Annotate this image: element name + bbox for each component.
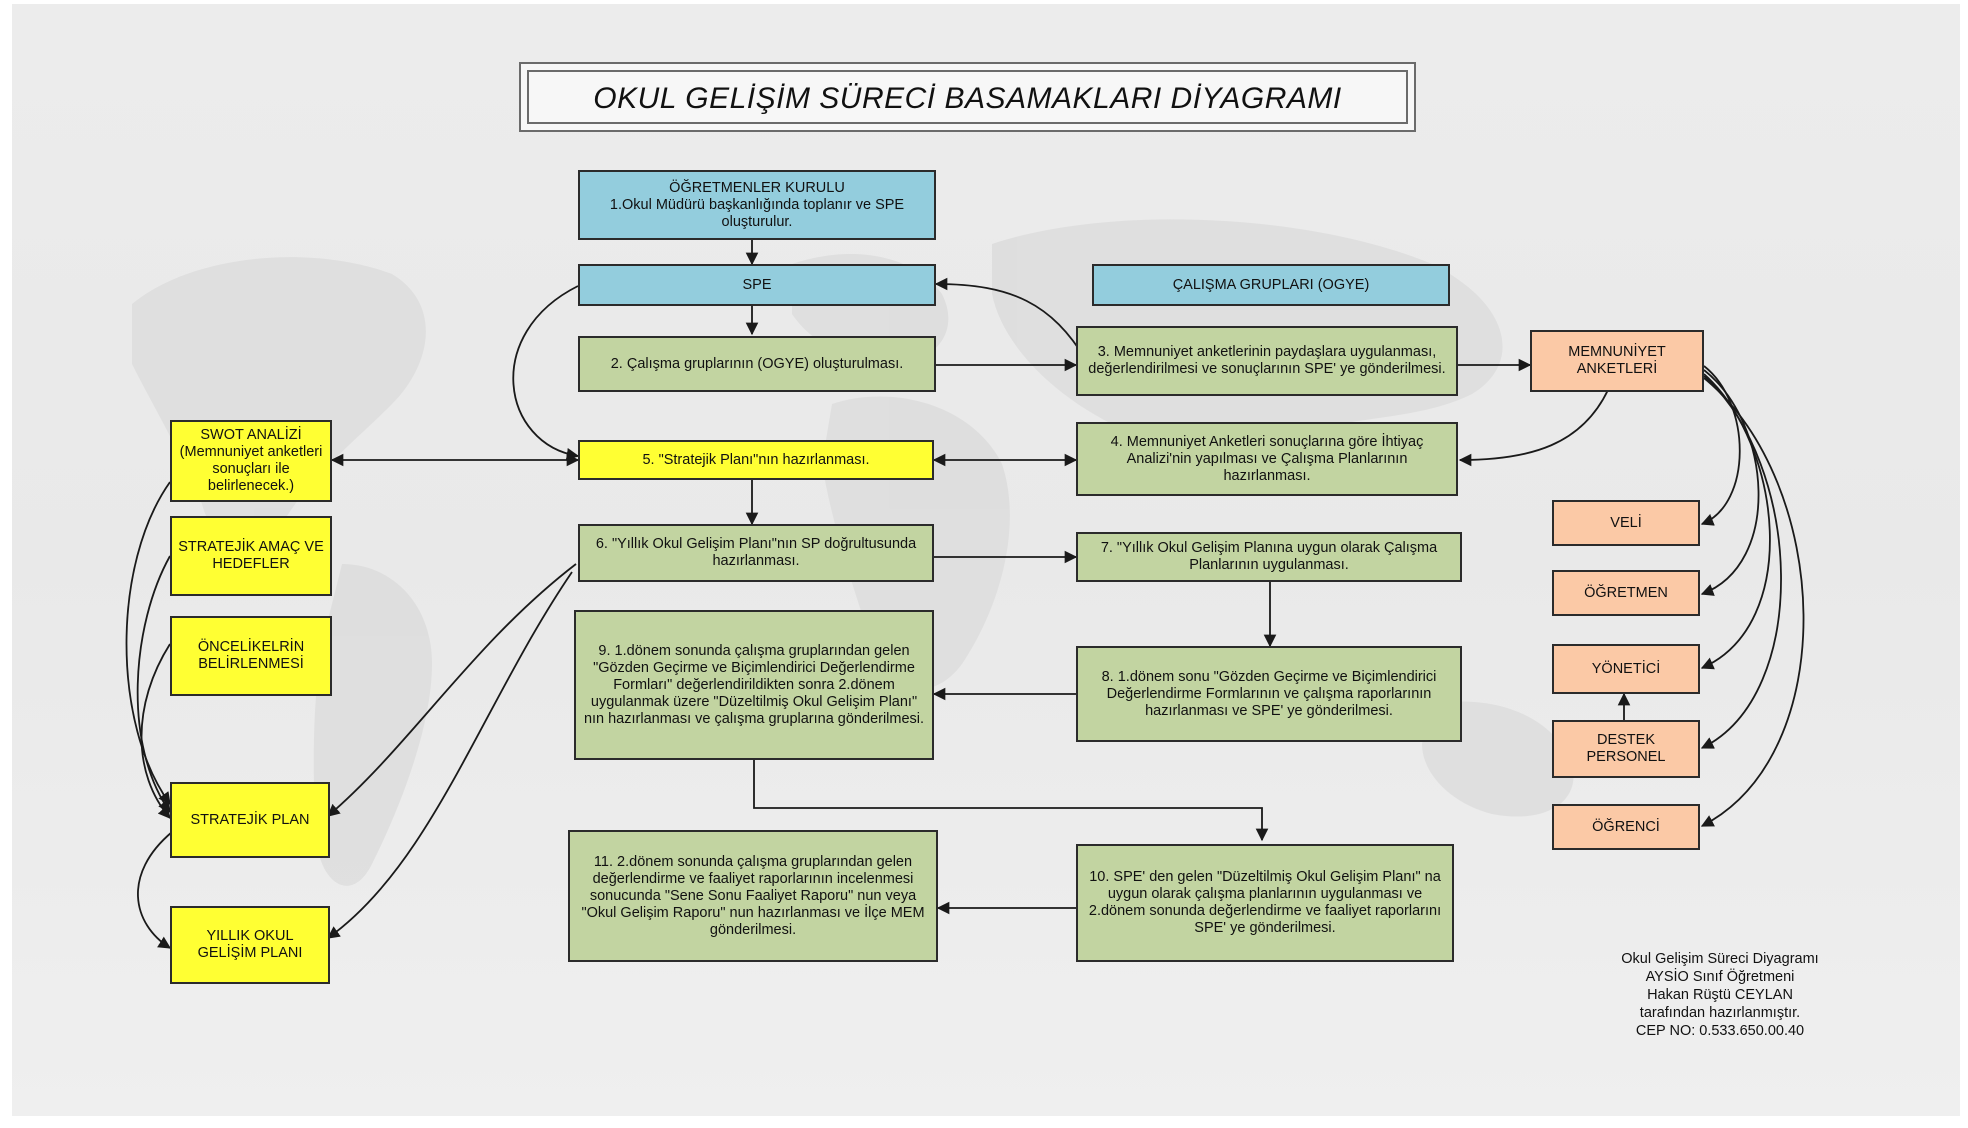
edge-swot-sp <box>125 481 171 806</box>
node-step4: 4. Memnuniyet Anketleri sonuçlarına göre… <box>1076 422 1458 496</box>
edge-anket-destek <box>1700 375 1782 749</box>
credit-line: tarafından hazırlanmıştır. <box>1639 1005 1801 1021</box>
node-ogretmenler-kurulu: ÖĞRETMENLER KURULU 1.Okul Müdürü başkanl… <box>578 170 936 240</box>
node-yillik-plan: YILLIK OKUL GELİŞİM PLANI <box>170 906 330 984</box>
edge-step6-stratejikplan <box>327 563 577 817</box>
node-step6: 6. "Yıllık Okul Gelişim Planı"nın SP doğ… <box>578 524 934 582</box>
edge-anket-ogretmen <box>1700 369 1760 596</box>
node-swot: SWOT ANALİZİ (Memnuniyet anketleri sonuç… <box>170 420 332 502</box>
credit-line: Hakan Rüştü CEYLAN <box>1647 987 1793 1003</box>
diagram-canvas: OKUL GELİŞİM SÜRECİ BASAMAKLARI DİYAGRAM… <box>12 4 1960 1116</box>
credit-line: CEP NO: 0.533.650.00.40 <box>1635 1023 1805 1039</box>
connectors <box>125 240 1805 949</box>
node-calisma-gruplari: ÇALIŞMA GRUPLARI (OGYE) <box>1092 264 1450 306</box>
credit-block: Okul Gelişim Süreci Diyagramı AYSİO Sını… <box>1560 950 1880 1040</box>
edge-step6-yillikplan <box>326 571 573 939</box>
node-yonetici: YÖNETİCİ <box>1552 644 1700 694</box>
diagram-title: OKUL GELİŞİM SÜRECİ BASAMAKLARI DİYAGRAM… <box>593 82 1342 115</box>
edge-sp-yillik <box>137 831 173 949</box>
node-destek-personel: DESTEK PERSONEL <box>1552 720 1700 778</box>
node-step10: 10. SPE' den gelen "Düzeltilmiş Okul Gel… <box>1076 844 1454 962</box>
node-veli: VELİ <box>1552 500 1700 546</box>
edge-oncelik-sp <box>140 643 171 819</box>
edge-spe-step5 <box>512 285 580 461</box>
edge-step9-step10 <box>753 760 1269 842</box>
node-stratejik-amac: STRATEJİK AMAÇ VE HEDEFLER <box>170 516 332 596</box>
node-step2: 2. Çalışma gruplarının (OGYE) oluşturulm… <box>578 336 936 392</box>
node-step3: 3. Memnuniyet anketlerinin paydaşlara uy… <box>1076 326 1458 396</box>
title-frame: OKUL GELİŞİM SÜRECİ BASAMAKLARI DİYAGRAM… <box>519 62 1416 132</box>
edge-step3-spe <box>934 277 1087 361</box>
node-ogretmen: ÖĞRETMEN <box>1552 570 1700 616</box>
edge-anket-veli <box>1700 365 1741 526</box>
credit-line: AYSİO Sınıf Öğretmeni <box>1645 969 1795 985</box>
node-step9: 9. 1.dönem sonunda çalışma gruplarından … <box>574 610 934 760</box>
node-step8: 8. 1.dönem sonu "Gözden Geçirme ve Biçim… <box>1076 646 1462 742</box>
node-stratejik-plan: STRATEJİK PLAN <box>170 782 330 858</box>
edge-anket-ogrenci <box>1700 377 1805 827</box>
node-step11: 11. 2.dönem sonunda çalışma gruplarından… <box>568 830 938 962</box>
edge-amac-sp <box>136 555 171 814</box>
node-spe: SPE <box>578 264 936 306</box>
node-step5: 5. "Stratejik Planı"nın hazırlanması. <box>578 440 934 480</box>
node-memnuniyet-anketleri: MEMNUNİYET ANKETLERİ <box>1530 330 1704 392</box>
credit-line: Okul Gelişim Süreci Diyagramı <box>1621 951 1819 967</box>
node-step7: 7. "Yıllık Okul Gelişim Planına uygun ol… <box>1076 532 1462 582</box>
edge-anket-step4 <box>1458 389 1609 467</box>
node-ogrenci: ÖĞRENCİ <box>1552 804 1700 850</box>
node-oncelikler: ÖNCELİKELRİN BELİRLENMESİ <box>170 616 332 696</box>
